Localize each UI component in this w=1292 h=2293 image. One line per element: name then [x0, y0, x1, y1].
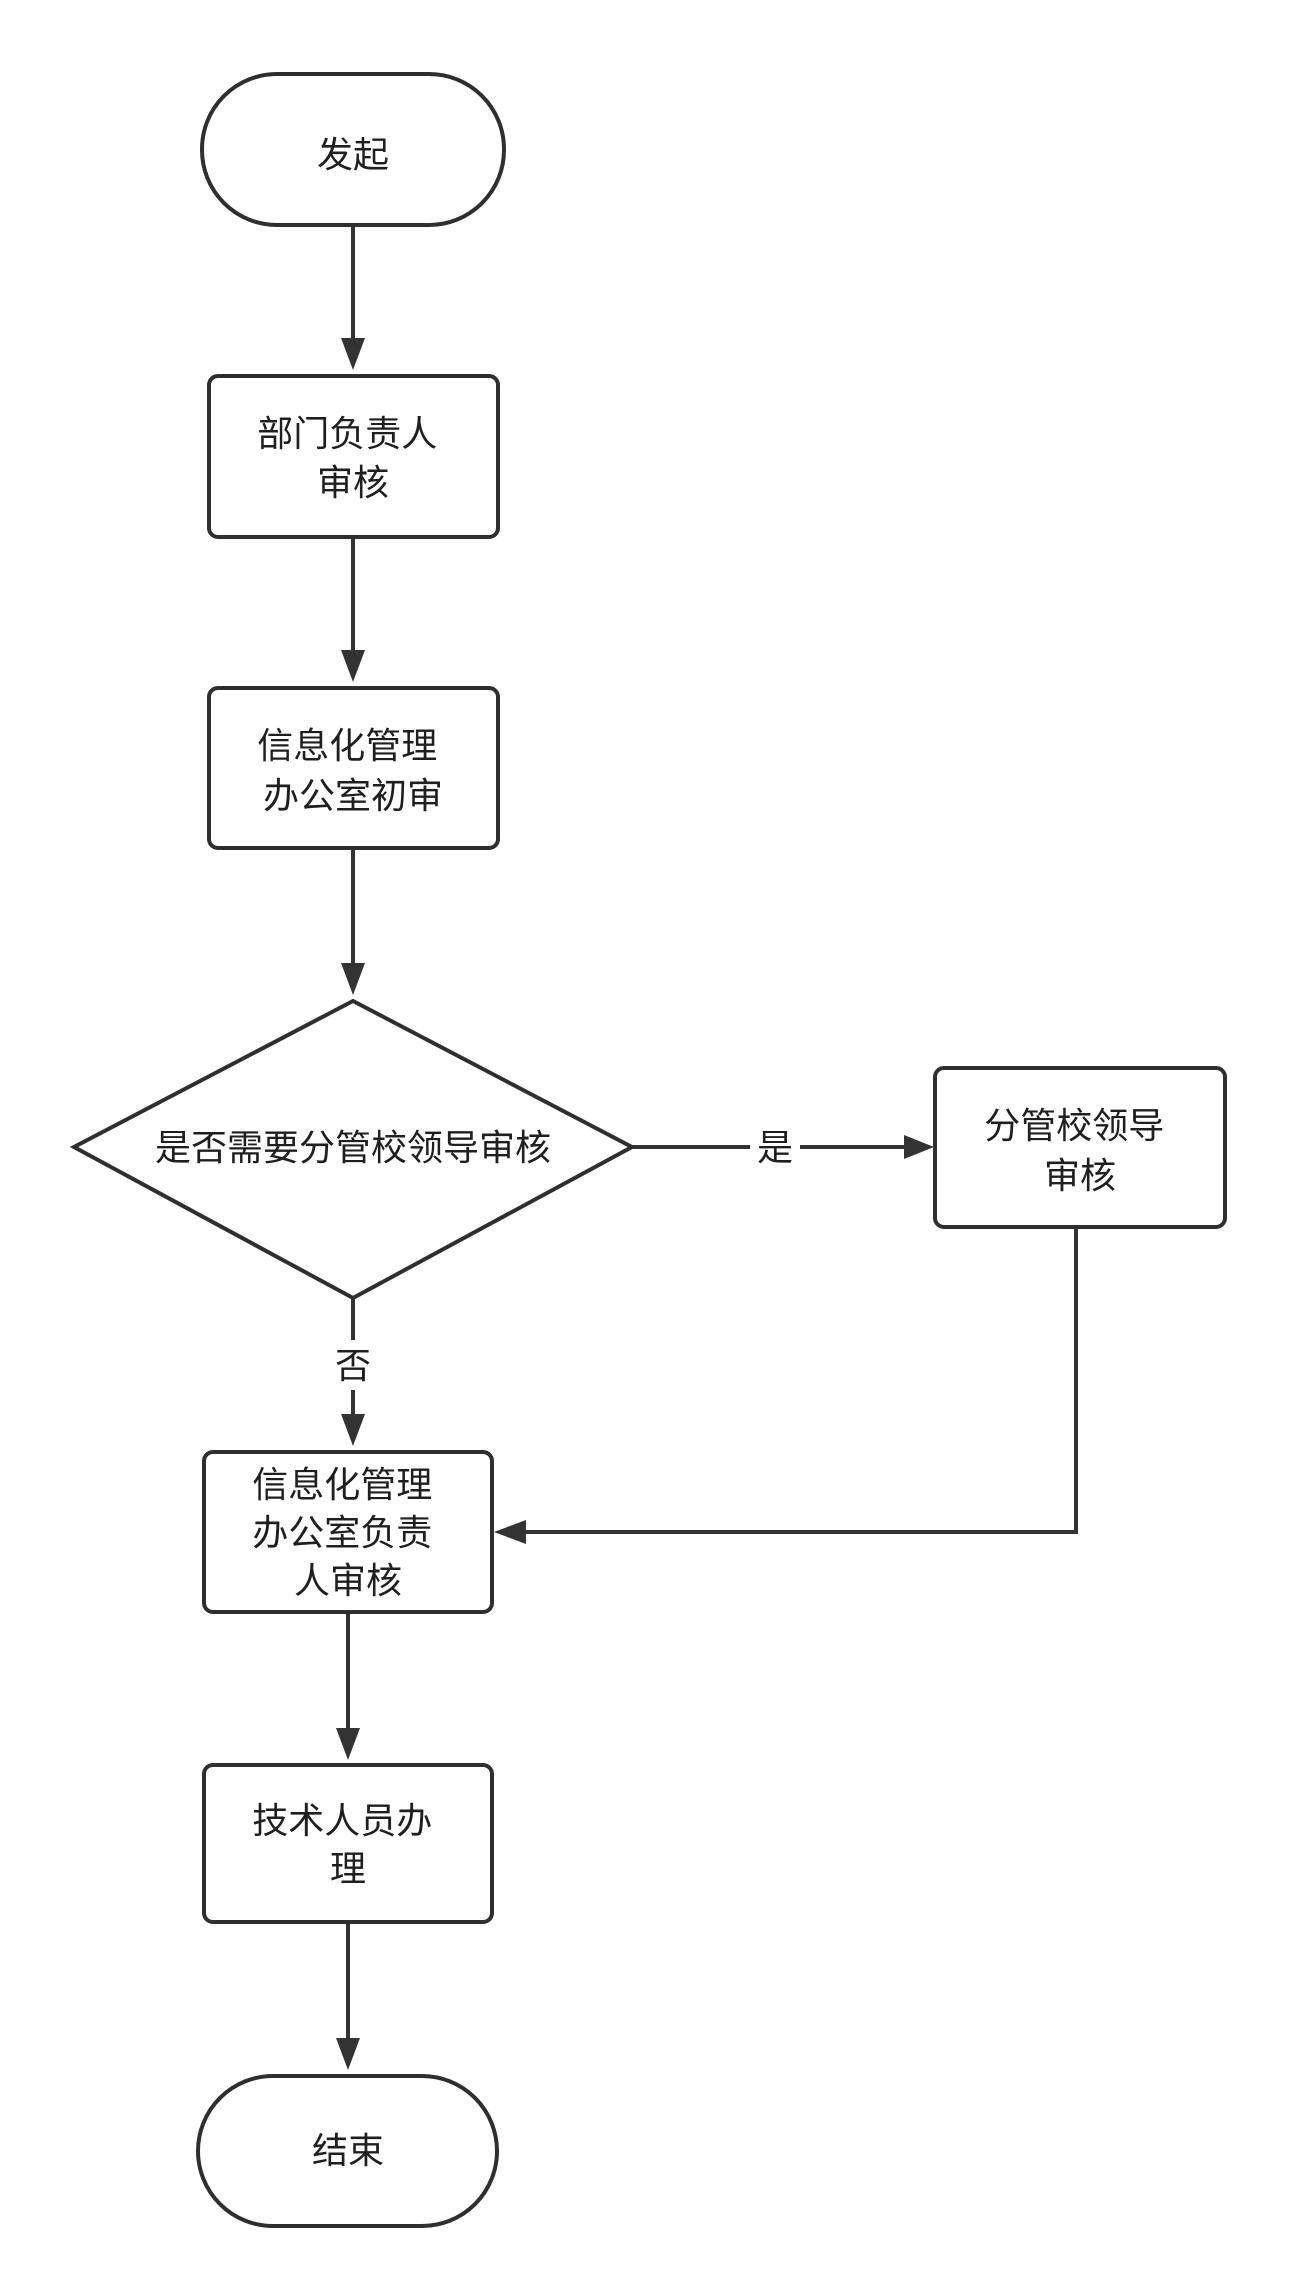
- node-start: 发起: [200, 72, 506, 227]
- connector-dept-to-it-initial: [341, 537, 365, 682]
- node-decision-label: 是否需要分管校领导审核: [155, 1128, 551, 1169]
- connector-it-head-to-tech: [336, 1612, 360, 1760]
- no-edge-label: 否: [335, 1346, 371, 1387]
- connector-tech-to-end: [336, 1922, 360, 2070]
- node-tech-handle: 技术人员办 理: [202, 1763, 494, 1924]
- connector-it-initial-to-decision: [341, 848, 365, 995]
- node-decision: 是否需要分管校领导审核: [69, 998, 637, 1301]
- node-it-initial-review: 信息化管理 办公室初审: [207, 686, 500, 850]
- connector-start-to-dept: [341, 225, 365, 370]
- node-end: 结束: [196, 2074, 499, 2228]
- node-start-label: 发起: [317, 135, 389, 176]
- node-it-head-review: 信息化管理 办公室负责 人审核: [202, 1450, 494, 1614]
- node-leader-review: 分管校领导 审核: [933, 1066, 1227, 1229]
- node-dept-review-label: 部门负责人 审核: [257, 414, 448, 504]
- yes-edge-label: 是: [757, 1128, 793, 1169]
- node-tech-handle-label: 技术人员办 理: [252, 1801, 443, 1890]
- connector-decision-no: 否: [328, 1298, 378, 1446]
- connector-decision-yes: 是: [632, 1122, 934, 1172]
- node-it-head-review-label: 信息化管理 办公室负责 人审核: [252, 1465, 443, 1602]
- node-dept-review: 部门负责人 审核: [207, 374, 500, 539]
- node-end-label: 结束: [312, 2131, 384, 2172]
- connector-leader-to-it-head: [494, 1227, 1078, 1544]
- node-leader-review-label: 分管校领导 审核: [984, 1106, 1175, 1197]
- node-it-initial-review-label: 信息化管理 办公室初审: [257, 726, 448, 817]
